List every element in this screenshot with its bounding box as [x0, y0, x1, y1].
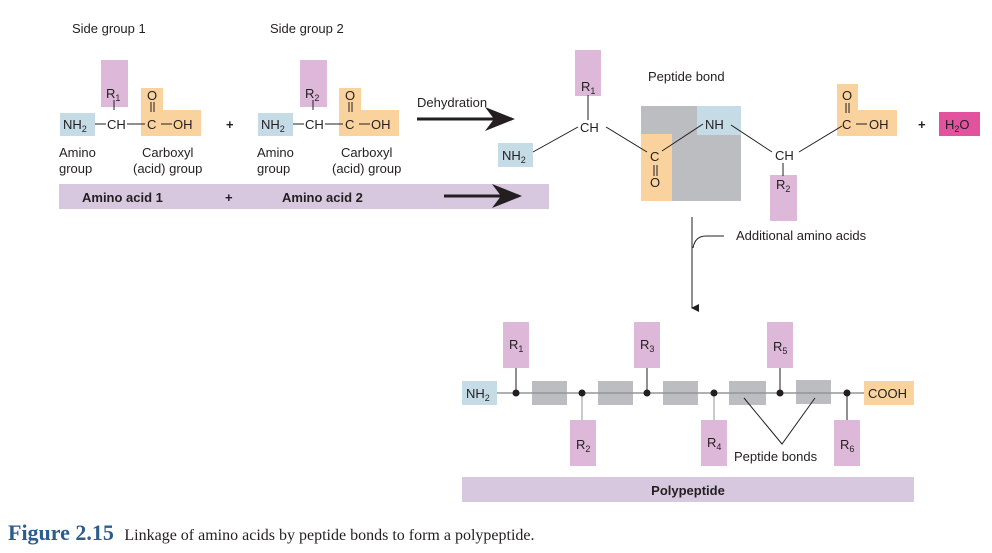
dipeptide-ch2-label: CH	[775, 148, 794, 163]
additional-leader	[692, 235, 724, 249]
dipeptide-nh-label: NH	[705, 117, 724, 132]
band-plus: +	[225, 190, 233, 205]
water-box	[939, 112, 980, 136]
dp-ca-c	[605, 126, 648, 153]
aa1-nh2-label: NH2	[63, 117, 87, 134]
dipeptide-r2-box	[770, 175, 797, 221]
dipeptide-o-label: O	[650, 175, 661, 190]
dipeptide-r1-label: R1	[581, 79, 596, 96]
carboxyl-box-2	[339, 88, 361, 110]
aa1-ch-label: CH	[107, 117, 126, 132]
plus-sign-1: +	[226, 117, 234, 132]
water-label: H2O	[945, 117, 970, 134]
poly-cooh-box	[864, 381, 914, 405]
poly-r1-label: R1	[509, 337, 524, 354]
alpha-carbon-1	[512, 389, 520, 397]
dipeptide-carboxyl-box-b	[837, 110, 897, 136]
alpha-carbon-5	[776, 389, 784, 397]
peptide-bonds-label: Peptide bonds	[734, 449, 818, 464]
r2-group-box	[300, 60, 327, 107]
poly-nh2-box	[462, 381, 497, 405]
poly-nh2-label: NH2	[466, 386, 490, 403]
dipeptide-c-label: C	[650, 149, 660, 164]
aa2-o-label: O	[345, 88, 356, 103]
peptide-nh-box	[697, 106, 741, 135]
dehydration-label: Dehydration	[417, 95, 488, 110]
dipeptide-carboxyl-box	[837, 84, 858, 110]
amino-acid-2-label: Amino acid 2	[282, 190, 363, 205]
alpha-carbon-6	[843, 389, 851, 397]
figure-caption-text: Linkage of amino acids by peptide bonds …	[124, 527, 535, 544]
carboxyl-box-1b	[141, 110, 201, 136]
side-group-1-label: Side group 1	[72, 21, 146, 36]
dipeptide-o2-label: O	[842, 88, 853, 103]
carboxyl-box-1	[141, 88, 163, 110]
poly-cooh-label: COOH	[868, 386, 907, 401]
poly-r4-label: R4	[707, 435, 722, 452]
poly-r2-label: R2	[576, 437, 591, 454]
peptide-bond-label: Peptide bond	[648, 69, 725, 84]
carboxyl-group-label-2: Carboxyl(acid) group	[332, 145, 402, 176]
aa2-nh2-label: NH2	[261, 117, 285, 134]
aa1-oh-label: OH	[173, 117, 193, 132]
alpha-carbon-3	[643, 389, 651, 397]
amino-acid-1-label: Amino acid 1	[82, 190, 163, 205]
poly-r2-box	[570, 420, 596, 466]
aa1-o-label: O	[147, 88, 158, 103]
poly-r4-box	[701, 420, 727, 466]
polypeptide-label: Polypeptide	[651, 483, 725, 498]
carboxyl-box-2b	[339, 110, 399, 136]
dipeptide-oh-label: OH	[869, 117, 889, 132]
amino-box-2	[258, 113, 293, 136]
aa1-r-label: R1	[106, 86, 121, 103]
poly-r5-box	[767, 322, 793, 368]
poly-r1-box	[503, 322, 529, 368]
peptide-bonds-leader	[743, 397, 816, 445]
aa2-c-label: C	[345, 117, 355, 132]
dipeptide-nh2-label: NH2	[502, 148, 526, 165]
dipeptide-r1-box	[575, 50, 601, 96]
figure-number: Figure 2.15	[8, 520, 114, 545]
dipeptide-ch1-label: CH	[580, 120, 599, 135]
polypeptide-band	[462, 477, 914, 502]
aa1-c-label: C	[147, 117, 157, 132]
carboxyl-group-label-1: Carboxyl(acid) group	[133, 145, 203, 176]
aa2-ch-label: CH	[305, 117, 324, 132]
poly-r5-label: R5	[773, 339, 788, 356]
aa2-r-label: R2	[305, 86, 320, 103]
dipeptide-c2-label: C	[842, 117, 852, 132]
figure-caption: Figure 2.15 Linkage of amino acids by pe…	[8, 520, 535, 546]
additional-amino-acids-label: Additional amino acids	[736, 228, 867, 243]
poly-r3-box	[634, 322, 660, 368]
aa2-oh-label: OH	[371, 117, 391, 132]
dp-n-ca	[532, 126, 579, 153]
alpha-carbon-4	[710, 389, 718, 397]
dp-c-n	[661, 123, 704, 152]
r1-group-box	[101, 60, 128, 107]
amino-box-1	[60, 113, 95, 136]
poly-r6-box	[834, 420, 860, 466]
dipeptide-r2-label: R2	[776, 177, 791, 194]
plus-sign-2: +	[918, 117, 926, 132]
dipeptide-nh2-box	[498, 143, 533, 167]
poly-r6-label: R6	[840, 437, 855, 454]
dp-n-ca2	[730, 124, 773, 153]
alpha-carbon-2	[578, 389, 586, 397]
dp-ca2-c	[798, 125, 843, 153]
side-group-2-label: Side group 2	[270, 21, 344, 36]
poly-r3-label: R3	[640, 337, 655, 354]
